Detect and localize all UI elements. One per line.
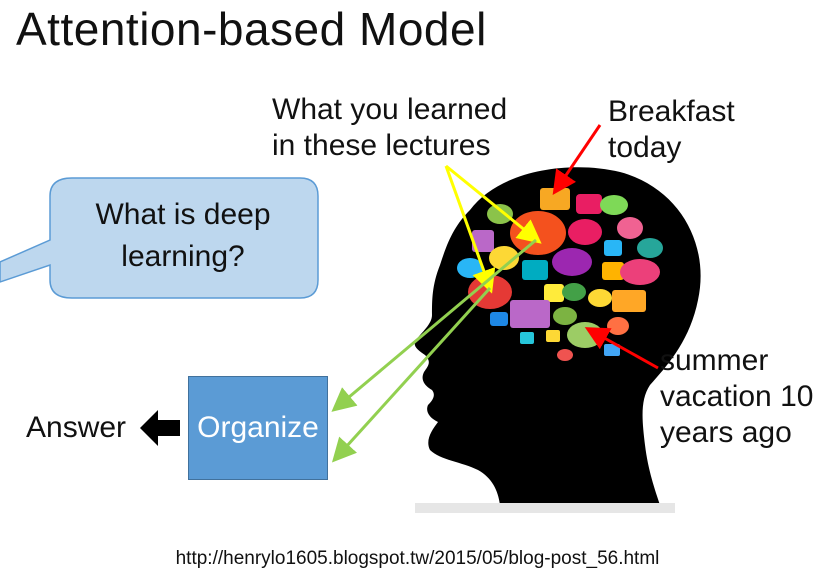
organize-box: Organize [188,376,328,480]
yellow-arrow-1 [445,164,542,244]
breakfast-label: Breakfast today [608,95,735,164]
left-arrow-icon [140,410,180,446]
green-arrow-1 [331,238,537,412]
watermark-strip [415,503,675,513]
learned-label: What you learned in these lectures [272,93,508,162]
question-bubble [0,177,319,299]
slide-title: Attention-based Model [16,3,487,55]
question-text: What is deep learning? [95,198,271,273]
red-arrow-summer [584,327,659,370]
yellow-arrow-2 [444,165,496,294]
answer-label: Answer [26,411,127,444]
organize-label: Organize [197,411,319,444]
speech-bubbles-brain-icon [457,188,663,361]
source-url: http://henrylo1605.blogspot.tw/2015/05/b… [175,548,660,569]
green-arrow-2 [331,286,492,463]
red-arrow-breakfast [552,124,602,195]
summer-label: summer vacation 10 years ago [660,344,814,449]
